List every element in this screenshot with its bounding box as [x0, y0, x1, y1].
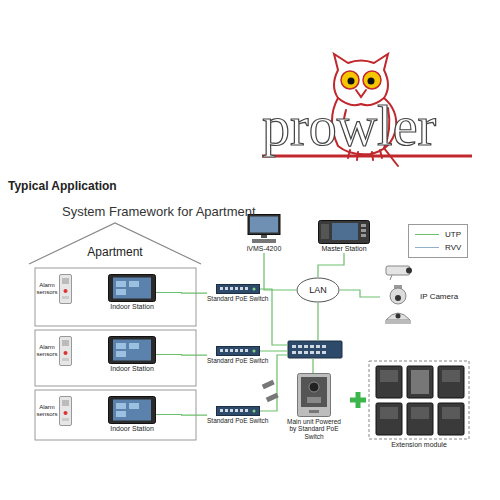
- alarm-sensor: Alarm sensors: [36, 396, 72, 426]
- logo-branch: [262, 155, 472, 158]
- central-switch: [288, 341, 342, 358]
- node-label: Alarm sensors: [36, 344, 58, 358]
- utp-connector: [156, 414, 207, 416]
- ext-wrap: [368, 360, 470, 440]
- node-label: Master Station: [321, 245, 366, 253]
- node-label: Standard PoE Switch: [207, 295, 268, 302]
- switch-ports: [292, 345, 326, 354]
- indoor-wrap: [108, 396, 156, 424]
- alarm-sensor-icon: [59, 396, 72, 426]
- diagram-subtitle: System Framework for Apartment: [62, 205, 256, 220]
- alarm-sensor-icon: [59, 274, 72, 304]
- main-wrap: [297, 373, 331, 417]
- owl-eye: [341, 71, 359, 89]
- poe-switch: Standard PoE Switch: [207, 284, 268, 302]
- owl-eye: [363, 71, 381, 89]
- poe-switch-icon: [216, 284, 260, 294]
- indoor-station: Indoor Station: [108, 274, 156, 311]
- utp-connector: [156, 292, 207, 294]
- lan-ellipse: LAN: [296, 277, 340, 303]
- legend-box: UTP RVV: [408, 224, 468, 258]
- legend-row: UTP: [415, 228, 461, 241]
- utp-connector: [340, 290, 380, 297]
- poe-switch-icon: [216, 406, 260, 416]
- main-unit-icon: [297, 373, 331, 417]
- node-label: Standard PoE Switch: [207, 357, 268, 364]
- utp-connector: [264, 253, 296, 290]
- alarm-sensor: Alarm sensors: [36, 336, 72, 366]
- alarm-wrap: [59, 396, 72, 426]
- indoor-station: Indoor Station: [108, 396, 156, 433]
- extension-module: Extension module: [368, 360, 470, 449]
- utp-connector: [156, 354, 207, 356]
- node-label: iVMS-4200: [247, 245, 282, 253]
- cable-plug: [262, 380, 279, 403]
- main-unit: Main unit Powered by Standard PoE Switch: [283, 373, 345, 440]
- poe-wrap: [216, 284, 260, 294]
- legend-row: RVV: [415, 241, 461, 254]
- logo-wordmark: prowler: [262, 98, 436, 154]
- master-station: Master Station: [318, 220, 370, 253]
- extension-module-icon: [368, 360, 470, 440]
- node-label: Indoor Station: [110, 425, 154, 433]
- poe-switch: Standard PoE Switch: [207, 406, 268, 424]
- owl-pupil: [368, 78, 375, 85]
- node-label: Indoor Station: [110, 303, 154, 311]
- node-label: IP Camera: [420, 292, 458, 301]
- indoor-wrap: [108, 274, 156, 302]
- node-label: Alarm sensors: [36, 404, 58, 418]
- alarm-sensor-icon: [59, 336, 72, 366]
- cams-wrap: [380, 262, 416, 332]
- indoor-wrap: [108, 336, 156, 364]
- alarm-wrap: [59, 336, 72, 366]
- node-label: Main unit Powered by Standard PoE Switch: [283, 418, 345, 440]
- ip-camera-icons: [380, 262, 416, 332]
- ivms-computer: iVMS-4200: [246, 214, 282, 253]
- owl-pupil: [348, 78, 355, 85]
- alarm-sensor: Alarm sensors: [36, 274, 72, 304]
- legend-line: [415, 234, 439, 235]
- master-wrap: [318, 220, 370, 244]
- ip-camera: IP Camera: [380, 262, 458, 332]
- indoor-station-icon: [108, 396, 156, 424]
- indoor-station-icon: [108, 274, 156, 302]
- alarm-wrap: [59, 274, 72, 304]
- node-label: Indoor Station: [110, 365, 154, 373]
- apartment-house: ApartmentAlarm sensorsIndoor StationAlar…: [28, 222, 202, 442]
- legend-text: UTP: [445, 230, 461, 239]
- node-label: Extension module: [391, 441, 447, 449]
- legend-text: RVV: [445, 243, 461, 252]
- heading: Typical Application: [8, 180, 117, 194]
- node-label: Apartment: [28, 246, 202, 260]
- poe-wrap: [216, 406, 260, 416]
- master-station-icon: [318, 220, 370, 244]
- node-label: LAN: [309, 285, 327, 295]
- node-label: Alarm sensors: [36, 282, 58, 296]
- poe-wrap: [216, 346, 260, 356]
- poe-switch: Standard PoE Switch: [207, 346, 268, 364]
- node-label: Standard PoE Switch: [207, 417, 268, 424]
- legend-line: [415, 247, 439, 248]
- poe-switch-icon: [216, 346, 260, 356]
- indoor-station: Indoor Station: [108, 336, 156, 373]
- utp-connector: [318, 253, 344, 277]
- plus-symbol: [350, 392, 366, 408]
- indoor-station-icon: [108, 336, 156, 364]
